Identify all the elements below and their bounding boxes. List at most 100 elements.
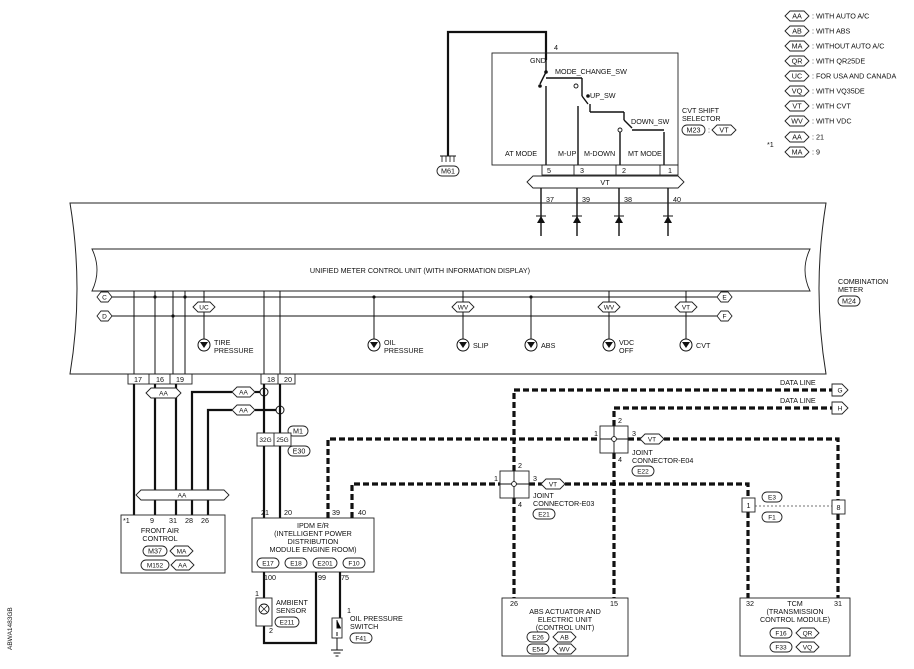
legend-item-aa-21: AA : 21 [784, 131, 824, 143]
cvt-selector-title-2: SELECTOR [682, 114, 721, 123]
meter-pin: 17 [134, 375, 142, 384]
bus-c-e: C E [96, 291, 733, 303]
ipdm-er: 21 20 39 40 IPDM E/R (INTELLIGENT POWER … [251, 508, 375, 582]
selector-pin: 2 [622, 166, 626, 175]
lamp-tire-pressure: UC TIRE PRESSURE [192, 291, 254, 355]
front-air-pin: 9 [150, 516, 154, 525]
abs-name-3: (CONTROL UNIT) [536, 623, 594, 632]
meter-pin: 19 [176, 375, 184, 384]
legend-desc: : WITH VDC [812, 117, 852, 126]
ambient-pin-top: 1 [255, 589, 259, 598]
lamp-oil-pressure: OIL PRESSURE [367, 295, 424, 355]
data-line-label: DATA LINE [780, 396, 816, 405]
oil-pressure-switch: 1 OIL PRESSURE SWITCH F41 [331, 606, 403, 657]
joint-e03-name-1: JOINT [533, 491, 554, 500]
lamp-label: OFF [619, 346, 634, 355]
unified-meter-control-unit [91, 248, 811, 292]
legend-code: MA [792, 42, 803, 51]
legend-desc: : WITH VQ35DE [812, 87, 865, 96]
bus-d-label: D [102, 314, 107, 321]
harness-pin-32g: 32G [259, 437, 271, 444]
inline-connector-e3: E3 [768, 495, 776, 502]
legend-item-ab: AB : WITH ABS [784, 25, 851, 37]
joint-pin: 2 [518, 461, 522, 470]
ambient-pin-bottom: 2 [269, 626, 273, 635]
up-switch: UP_SW [573, 83, 616, 105]
joint-e04-tag: VT [648, 437, 656, 444]
legend-desc: : WITHOUT AUTO A/C [812, 42, 884, 51]
legend-code: UC [792, 72, 802, 81]
ipdm-connector: E18 [290, 561, 302, 568]
connector-m23-label: M23 [687, 126, 701, 135]
lamp-tag: UC [199, 305, 209, 312]
data-line-end-g: G [837, 388, 842, 395]
joint-e04-connector: E22 [637, 469, 649, 476]
meter-in-pin: 37 [546, 195, 554, 204]
lamp-cvt: VT CVT [674, 291, 711, 352]
tcm-pin: 31 [834, 599, 842, 608]
lamp-label: PRESSURE [214, 346, 254, 355]
meter-to-ipdm-harness: M1 32G 25G E30 [256, 384, 311, 518]
mode-change-sw-label: MODE_CHANGE_SW [555, 67, 627, 76]
inline-connector-e3-f1: 1 8 E3 F1 [741, 491, 846, 523]
combination-meter-title-2: METER [838, 285, 863, 294]
lamp-label: ABS [541, 341, 556, 350]
gnd-label: GND [530, 56, 546, 65]
legend: AA : WITH AUTO A/C AB : WITH ABS MA : WI… [767, 10, 896, 158]
connector-m1-label: M1 [293, 427, 303, 436]
ambient-connector: E211 [280, 620, 295, 627]
abs-connector-e54: E54 [532, 647, 544, 654]
legend-desc: : 21 [812, 133, 824, 142]
joint-connector-e03: 1 2 3 4 VT JOINT CONNECTOR-E03 E21 [494, 461, 594, 520]
inline-connector-f1: F1 [768, 515, 776, 522]
tcm-pin: 32 [746, 599, 754, 608]
ambient-name-2: SENSOR [276, 606, 306, 615]
joint-e03-connector: E21 [538, 512, 550, 519]
lamp-abs: ABS [524, 295, 556, 352]
meter-in-pin: 38 [624, 195, 632, 204]
gnd-pin: 4 [554, 43, 558, 52]
legend-code: QR [792, 57, 803, 66]
ipdm-name-4: MODULE ENGINE ROOM) [269, 545, 356, 554]
lamp-label: VDC [619, 338, 634, 347]
front-air-pin: 28 [185, 516, 193, 525]
lamp-tag: WV [604, 305, 615, 312]
svg-text::: : [708, 126, 710, 135]
data-line-ends: DATA LINE G DATA LINE H [780, 378, 849, 415]
legend-item-ma-9: MA : 9 [784, 146, 820, 158]
mt-mode-label: MT MODE [628, 149, 662, 158]
bus-e-label: E [722, 295, 727, 302]
thermistor-icon [258, 603, 270, 615]
legend-item-ma: MA : WITHOUT AUTO A/C [784, 40, 884, 52]
front-air-star: *1 [123, 516, 130, 525]
abs-connector-e26: E26 [532, 635, 544, 642]
harness-aa-tag: AA [178, 493, 187, 500]
legend-item-aa: AA : WITH AUTO A/C [784, 10, 869, 22]
legend-item-qr: QR : WITH QR25DE [784, 55, 865, 67]
diode-icon [572, 215, 582, 223]
joint-e03-tag: VT [549, 482, 557, 489]
joint-connector-e04: 1 2 3 4 VT JOINT CONNECTOR-E04 E22 [594, 416, 693, 477]
ipdm-name-2: (INTELLIGENT POWER [274, 529, 352, 538]
abs-name-1: ABS ACTUATOR AND [529, 607, 601, 616]
abs-tag-ab: AB [560, 635, 569, 642]
legend-desc: : WITH AUTO A/C [812, 12, 869, 21]
oil-switch-name-1: OIL PRESSURE [350, 614, 403, 623]
ipdm-name-1: IPDM E/R [297, 521, 329, 530]
figure-id: ABWA1483GB [7, 607, 14, 650]
connector-m37: M37 MA [142, 545, 194, 557]
front-air-pin: 26 [201, 516, 209, 525]
ground-icon [331, 649, 343, 657]
abs-tag-wv: WV [559, 647, 570, 654]
ambient-sensor: 1 2 AMBIENT SENSOR E211 [255, 589, 309, 635]
joint-pin: 2 [618, 416, 622, 425]
lamp-tag: VT [682, 305, 690, 312]
legend-code: WV [791, 117, 803, 126]
oil-switch-connector: F41 [355, 636, 367, 643]
legend-item-vt: VT : WITH CVT [784, 100, 851, 112]
lamp-label: SLIP [473, 341, 489, 350]
legend-item-uc: UC : FOR USA AND CANADA [784, 70, 896, 82]
inline-pin-1: 1 [747, 501, 751, 510]
joint-pin: 1 [494, 474, 498, 483]
down-switch: DOWN_SW [617, 112, 670, 133]
